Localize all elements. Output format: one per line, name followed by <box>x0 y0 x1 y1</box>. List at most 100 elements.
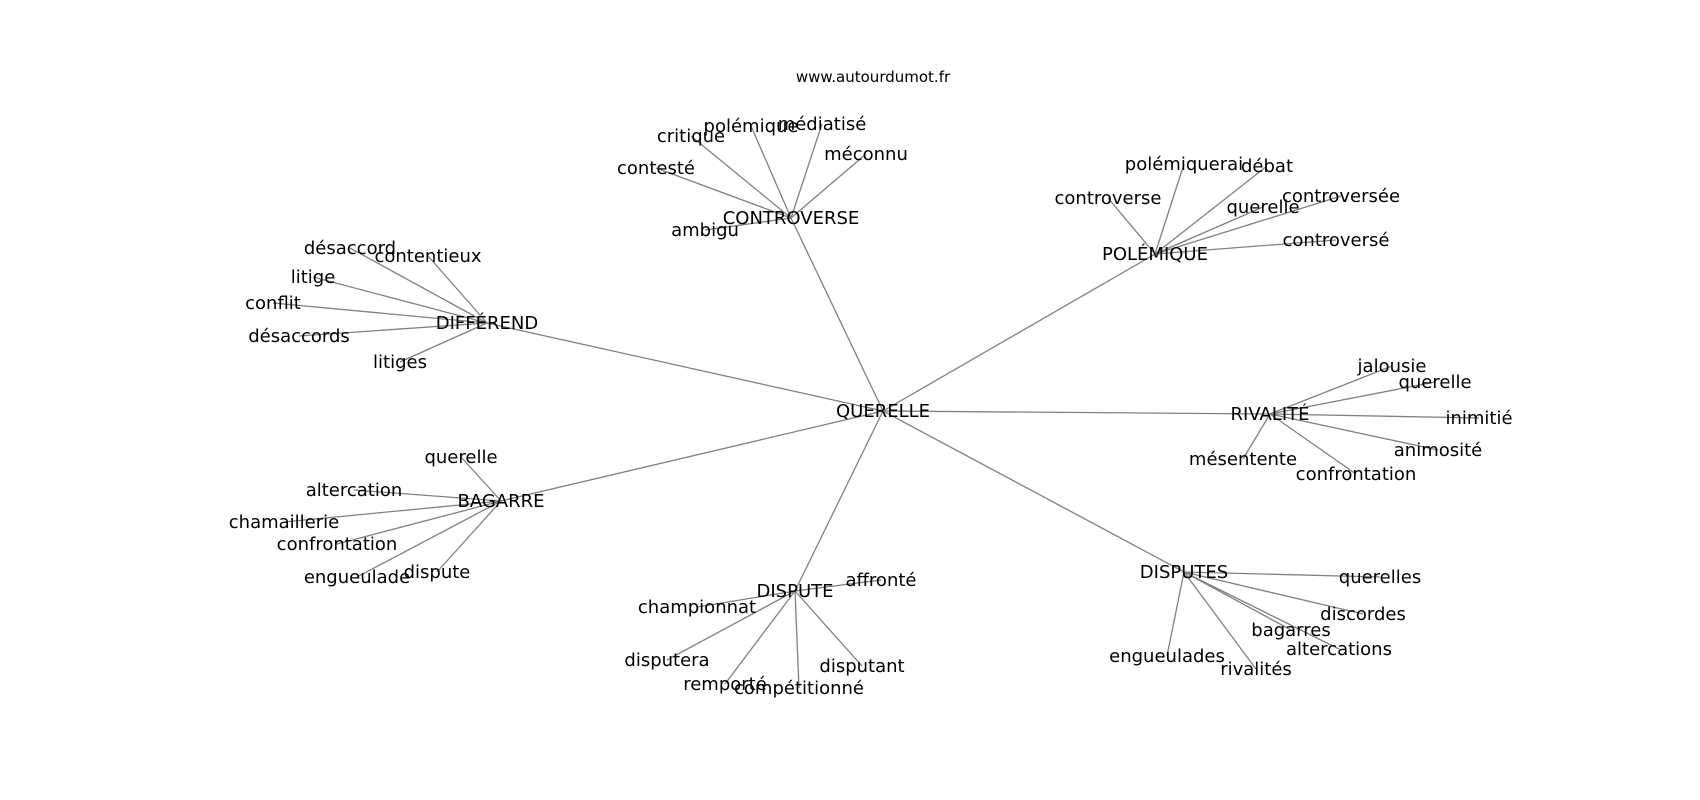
edge-hub-to-leaf <box>750 125 792 219</box>
leaf-node-label: remporté <box>683 674 767 695</box>
edge-hub-to-leaf <box>690 135 792 219</box>
edge-hub-to-leaf <box>272 302 488 324</box>
hub-node-label: DISPUTE <box>757 581 834 602</box>
leaf-node-label: chamaillerie <box>229 512 339 533</box>
hub-node-label: BAGARRE <box>458 491 545 512</box>
leaf-node-label: méconnu <box>824 144 908 165</box>
leaf-node-label: engueulade <box>304 567 410 588</box>
watermark: www.autourdumot.fr <box>796 68 951 86</box>
edge-hub-to-leaf <box>1183 571 1340 650</box>
leaf-node-label: querelle <box>424 447 497 468</box>
edge-hub-to-leaf <box>1269 413 1439 451</box>
leaf-node-label: mésentente <box>1189 449 1297 470</box>
edge-center-to-hub <box>882 253 1156 412</box>
leaf-node-label: confrontation <box>277 534 398 555</box>
edge-hub-to-leaf <box>427 255 488 324</box>
hub-node-label: DISPUTES <box>1140 562 1228 583</box>
edge-hub-to-leaf <box>1154 195 1342 255</box>
leaf-node-label: contesté <box>617 158 695 179</box>
leaf-node-label: controverse <box>1055 188 1162 209</box>
leaf-node-label: altercations <box>1286 639 1392 660</box>
leaf-node-label: dispute <box>404 562 471 583</box>
leaf-node-label: controversée <box>1282 186 1400 207</box>
edge-hub-to-leaf <box>298 322 488 337</box>
edge-hub-to-leaf <box>794 590 863 667</box>
leaf-node-label: altercation <box>306 480 403 501</box>
edge-hub-to-leaf <box>1154 206 1264 255</box>
edge-hub-to-leaf <box>349 247 488 324</box>
edge-hub-to-leaf <box>666 590 796 661</box>
leaf-node-label: querelles <box>1339 567 1421 588</box>
edge-hub-to-leaf <box>794 579 882 592</box>
leaf-node-label: championnat <box>638 597 756 618</box>
leaf-node-label: débat <box>1241 156 1293 177</box>
edge-hub-to-leaf <box>790 123 823 219</box>
edge-center-to-hub <box>882 410 1185 573</box>
edge-hub-to-leaf <box>790 153 867 219</box>
leaf-node-label: litige <box>291 267 336 288</box>
edge-hub-to-leaf <box>1269 381 1436 415</box>
edge-hub-to-leaf <box>1183 571 1257 670</box>
leaf-node-label: bagarres <box>1251 620 1330 641</box>
edge-hub-to-leaf <box>1166 571 1185 657</box>
leaf-node-label: controversé <box>1283 230 1390 251</box>
leaf-node-label: conflit <box>245 293 301 314</box>
edge-hub-to-leaf <box>1154 165 1268 255</box>
edge-hub-to-leaf <box>460 456 502 502</box>
center-node-label: QUERELLE <box>836 401 930 422</box>
edge-hub-to-leaf <box>655 167 792 219</box>
leaf-node-label: litiges <box>373 352 427 373</box>
leaf-node-label: désaccords <box>248 326 350 347</box>
edge-hub-to-leaf <box>283 500 502 523</box>
edge-hub-to-leaf <box>356 500 502 578</box>
leaf-node-label: contentieux <box>374 246 481 267</box>
edge-center-to-hub <box>794 410 884 592</box>
edge-hub-to-leaf <box>1269 413 1357 475</box>
edge-hub-to-leaf <box>1183 571 1381 578</box>
edge-hub-to-leaf <box>696 590 796 608</box>
leaf-node-label: querelle <box>1398 372 1471 393</box>
edge-hub-to-leaf <box>1242 413 1271 460</box>
leaf-node-label: disputera <box>624 650 709 671</box>
leaf-node-label: engueulades <box>1109 646 1225 667</box>
labels-layer: QUERELLECONTROVERSEcritiquepolémiquemédi… <box>229 114 1513 699</box>
leaf-node-label: compétitionné <box>734 678 864 699</box>
leaf-node-label: désaccord <box>304 238 396 259</box>
edge-hub-to-leaf <box>353 489 502 502</box>
leaf-node-label: discordes <box>1320 604 1406 625</box>
edges-layer <box>272 123 1480 689</box>
leaf-node-label: ambigu <box>671 220 739 241</box>
leaf-node-label: disputant <box>819 656 904 677</box>
edge-hub-to-leaf <box>1269 365 1393 415</box>
edge-hub-to-leaf <box>1154 239 1337 255</box>
hub-node-label: POLÉMIQUE <box>1102 243 1208 265</box>
edge-hub-to-leaf <box>399 322 488 363</box>
leaf-node-label: polémiquerai <box>1125 154 1243 175</box>
edge-center-to-hub <box>790 217 884 412</box>
edge-hub-to-leaf <box>436 500 502 573</box>
leaf-node-label: affronté <box>846 570 917 591</box>
leaf-node-label: polémique <box>704 116 799 137</box>
edge-hub-to-leaf <box>724 590 796 685</box>
leaf-node-label: animosité <box>1394 440 1483 461</box>
edge-hub-to-leaf <box>312 276 488 324</box>
edge-hub-to-leaf <box>1183 571 1292 631</box>
edge-center-to-hub <box>882 410 1271 415</box>
edge-center-to-hub <box>500 410 884 502</box>
edge-hub-to-leaf <box>1183 571 1364 615</box>
leaf-node-label: rivalités <box>1220 659 1292 680</box>
leaf-node-label: querelle <box>1226 197 1299 218</box>
hub-node-label: DIFFÉREND <box>436 312 538 334</box>
leaf-node-label: médiatisé <box>778 114 867 135</box>
leaf-node-label: confrontation <box>1296 464 1417 485</box>
edge-hub-to-leaf <box>1269 413 1480 419</box>
leaf-node-label: inimitié <box>1445 408 1512 429</box>
edge-hub-to-leaf <box>704 217 792 231</box>
edge-hub-to-leaf <box>1107 197 1156 255</box>
edge-hub-to-leaf <box>1154 163 1185 255</box>
edge-center-to-hub <box>486 322 884 412</box>
hub-node-label: RIVALITÉ <box>1231 403 1310 425</box>
leaf-node-label: critique <box>657 126 725 147</box>
edge-hub-to-leaf <box>336 500 502 545</box>
